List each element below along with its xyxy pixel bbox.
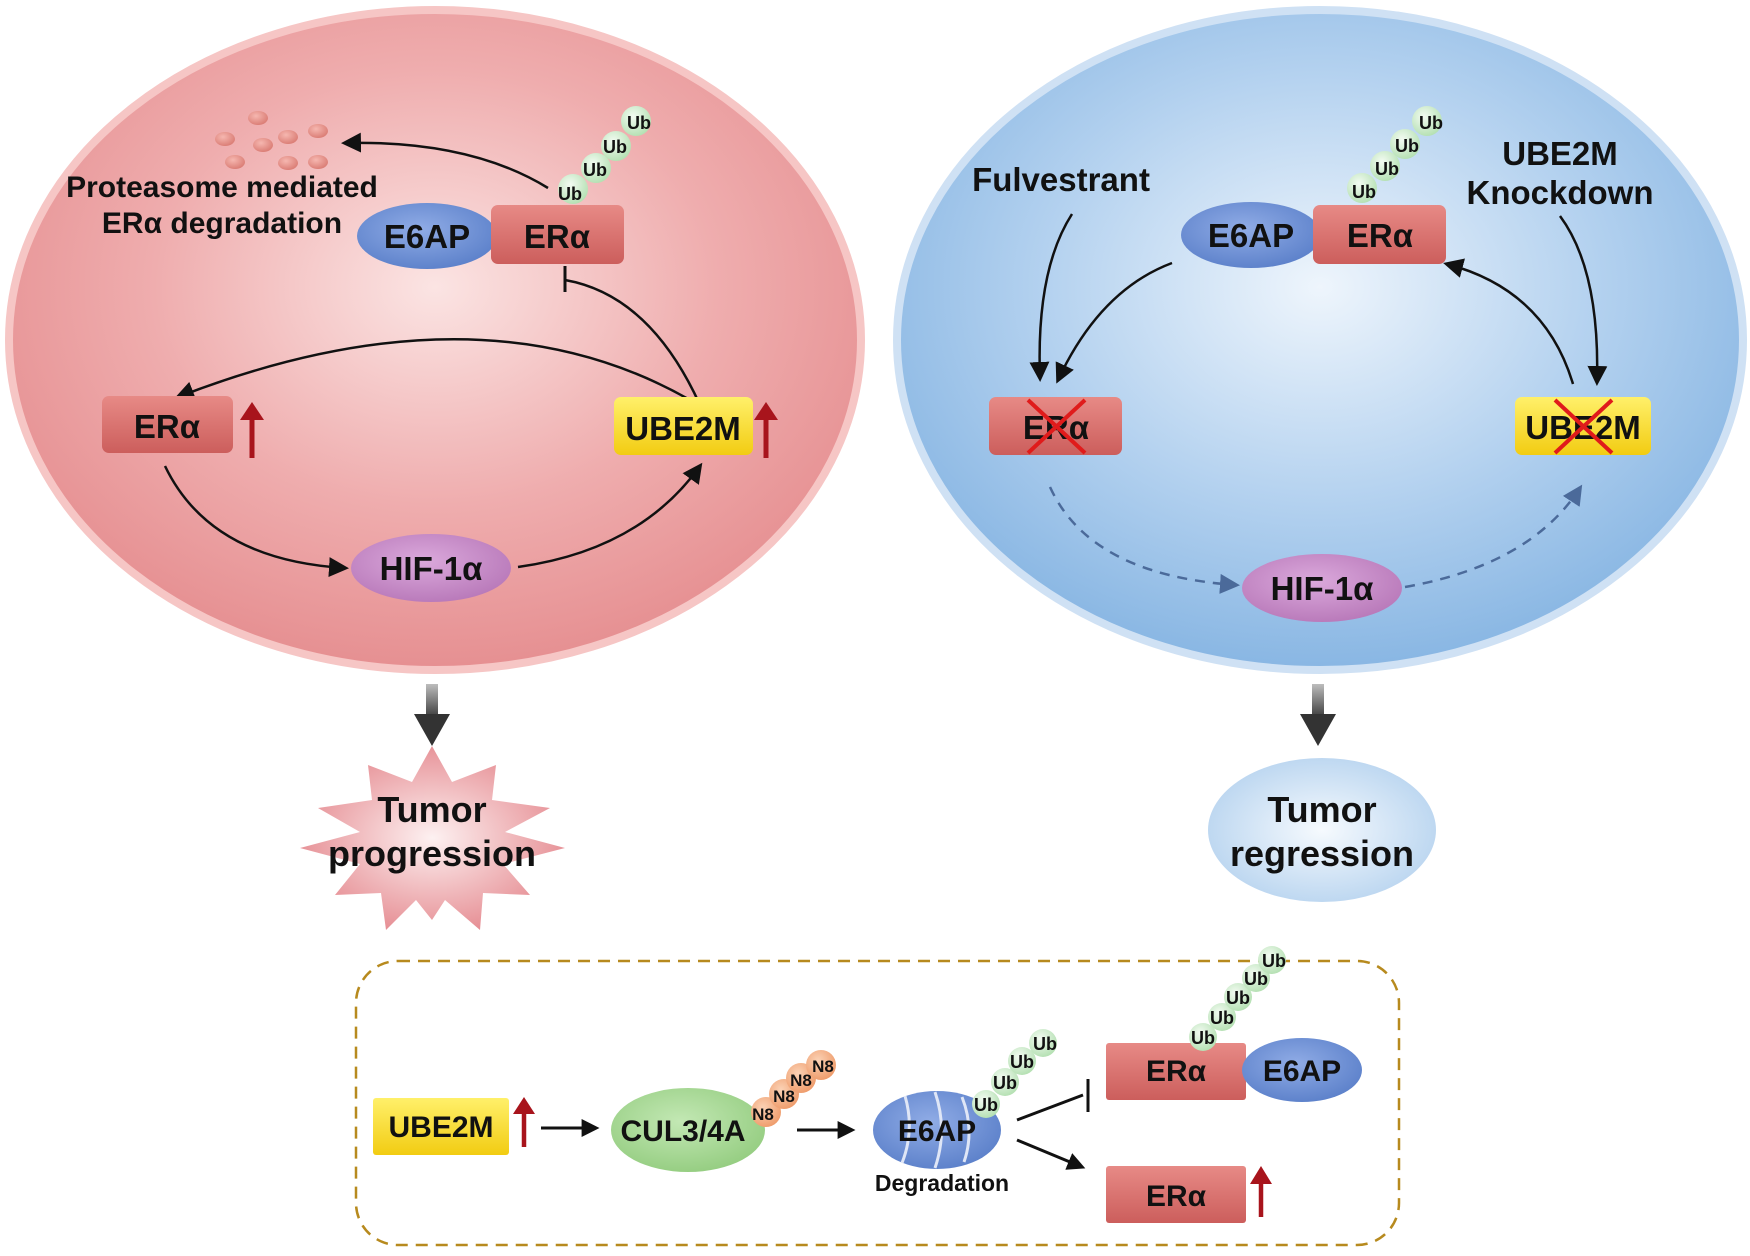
ub-label: Ub [1352, 182, 1376, 202]
era-ubiquitin-chain: Ub Ub Ub Ub Ub [1189, 946, 1286, 1051]
degradation-label: Degradation [875, 1170, 1009, 1196]
inhibition-e6ap-branch [1016, 1093, 1084, 1122]
n8-label: N8 [812, 1057, 834, 1076]
e6ap-ubiquitin-chain: Ub Ub Ub Ub [972, 1029, 1057, 1118]
right-cell-body [893, 6, 1747, 674]
e6ap-label: E6AP [1208, 217, 1294, 254]
knockdown-label-line2: Knockdown [1467, 174, 1654, 211]
era-top-box [491, 205, 624, 264]
era-top-box [1106, 1043, 1246, 1100]
ube2m-box [614, 397, 753, 455]
proteasome-label-line1: Proteasome mediated [66, 171, 378, 204]
tumor-progression-line2: progression [328, 833, 536, 874]
ub-label: Ub [974, 1095, 998, 1115]
arrow-fulvestrant-to-era [1029, 213, 1074, 382]
ub-label: Ub [1375, 159, 1399, 179]
right-cell-panel: Fulvestrant UBE2M Knockdown E6AP ERα Ub … [893, 6, 1747, 902]
ub-label: Ub [1395, 136, 1419, 156]
right-outcome-arrow [1300, 684, 1336, 746]
hif-label: HIF-1α [1271, 570, 1374, 607]
dashed-arrow-era-to-hif [1048, 486, 1240, 594]
left-outcome-arrow [414, 684, 450, 746]
era-top-label: ERα [524, 218, 590, 255]
e6ap-fragment-lines [900, 1091, 971, 1169]
e6ap-node [1181, 202, 1321, 268]
e6ap-node [357, 203, 497, 269]
ub-label: Ub [993, 1073, 1017, 1093]
ubiquitin-chain-left: Ub Ub Ub Ub [558, 106, 651, 204]
cul-node [611, 1088, 765, 1172]
hif-label: HIF-1α [380, 550, 483, 587]
e6ap-label: E6AP [384, 218, 470, 255]
inhibition-ube2m-to-era [564, 278, 702, 406]
ub-label: Ub [1010, 1052, 1034, 1072]
tumor-progression-burst [300, 746, 565, 930]
era-mid-box [102, 396, 233, 453]
arrow-to-era-up [1016, 1138, 1086, 1170]
mechanism-panel: UBE2M CUL3/4A N8 N8 N8 N8 E6AP [354, 946, 1401, 1247]
era-up-arrow [240, 402, 264, 458]
ub-label: Ub [627, 113, 651, 133]
left-cell-panel: Proteasome mediated ERα degradation E6AP… [5, 6, 865, 930]
tumor-regression-blob [1208, 758, 1436, 902]
arrow-ube2m-to-era [174, 338, 691, 402]
tumor-regression-line1: Tumor [1267, 789, 1376, 830]
ub-label: Ub [1033, 1034, 1057, 1054]
n8-label: N8 [752, 1105, 774, 1124]
knockdown-label-line1: UBE2M [1502, 135, 1618, 172]
ube2m-box [373, 1098, 509, 1155]
arrow-to-proteasome [341, 132, 549, 190]
ube2m-blocked-cross [1553, 398, 1614, 455]
e6ap-label: E6AP [898, 1115, 976, 1148]
ub-label: Ub [1262, 951, 1286, 971]
era-blocked-cross [1026, 398, 1087, 455]
era-up-arrow [1250, 1166, 1272, 1217]
e6ap-bound-label: E6AP [1263, 1055, 1341, 1088]
era-top-label: ERα [1146, 1055, 1207, 1088]
n8-label: N8 [773, 1087, 795, 1106]
hif-node [1242, 554, 1402, 622]
era-top-label: ERα [1347, 217, 1413, 254]
ub-label: Ub [583, 160, 607, 180]
neddylation-chain: N8 N8 N8 N8 [751, 1050, 836, 1127]
ube2m-label: UBE2M [625, 410, 741, 447]
ube2m-label: UBE2M [388, 1111, 493, 1144]
era-top-box [1313, 205, 1446, 264]
era-mid-label: ERα [134, 408, 200, 445]
cul-label: CUL3/4A [620, 1115, 745, 1148]
ub-label: Ub [603, 137, 627, 157]
ubiquitin-chain-right: Ub Ub Ub Ub [1347, 106, 1443, 203]
ub-label: Ub [1244, 969, 1268, 989]
arrow-knockdown-to-ube2m [1558, 215, 1608, 386]
arrow-era-to-hif [163, 465, 349, 578]
ub-label: Ub [1191, 1028, 1215, 1048]
n8-label: N8 [790, 1071, 812, 1090]
ub-label: Ub [1419, 113, 1443, 133]
arrow-e6ap-to-era [1055, 261, 1173, 384]
arrow-hif-to-ube2m [517, 462, 703, 569]
proteasome-degradation-dots [215, 111, 328, 170]
era-bottom-label: ERα [1146, 1180, 1207, 1213]
tumor-progression-line1: Tumor [377, 789, 486, 830]
proteasome-label-line2: ERα degradation [102, 207, 342, 240]
fulvestrant-label: Fulvestrant [972, 161, 1150, 198]
era-bottom-box [1106, 1166, 1246, 1223]
ub-label: Ub [1226, 988, 1250, 1008]
mechanism-panel-border [354, 959, 1401, 1247]
hif-node [351, 534, 511, 602]
ub-label: Ub [558, 184, 582, 204]
dashed-arrow-hif-to-ube2m [1404, 484, 1583, 589]
arrow-ube2m-to-era [1443, 258, 1575, 385]
e6ap-bound-node [1242, 1038, 1362, 1102]
ub-label: Ub [1210, 1008, 1234, 1028]
ube2m-up-arrow [513, 1097, 535, 1147]
ube2m-up-arrow [754, 402, 778, 458]
tumor-regression-line2: regression [1230, 833, 1414, 874]
